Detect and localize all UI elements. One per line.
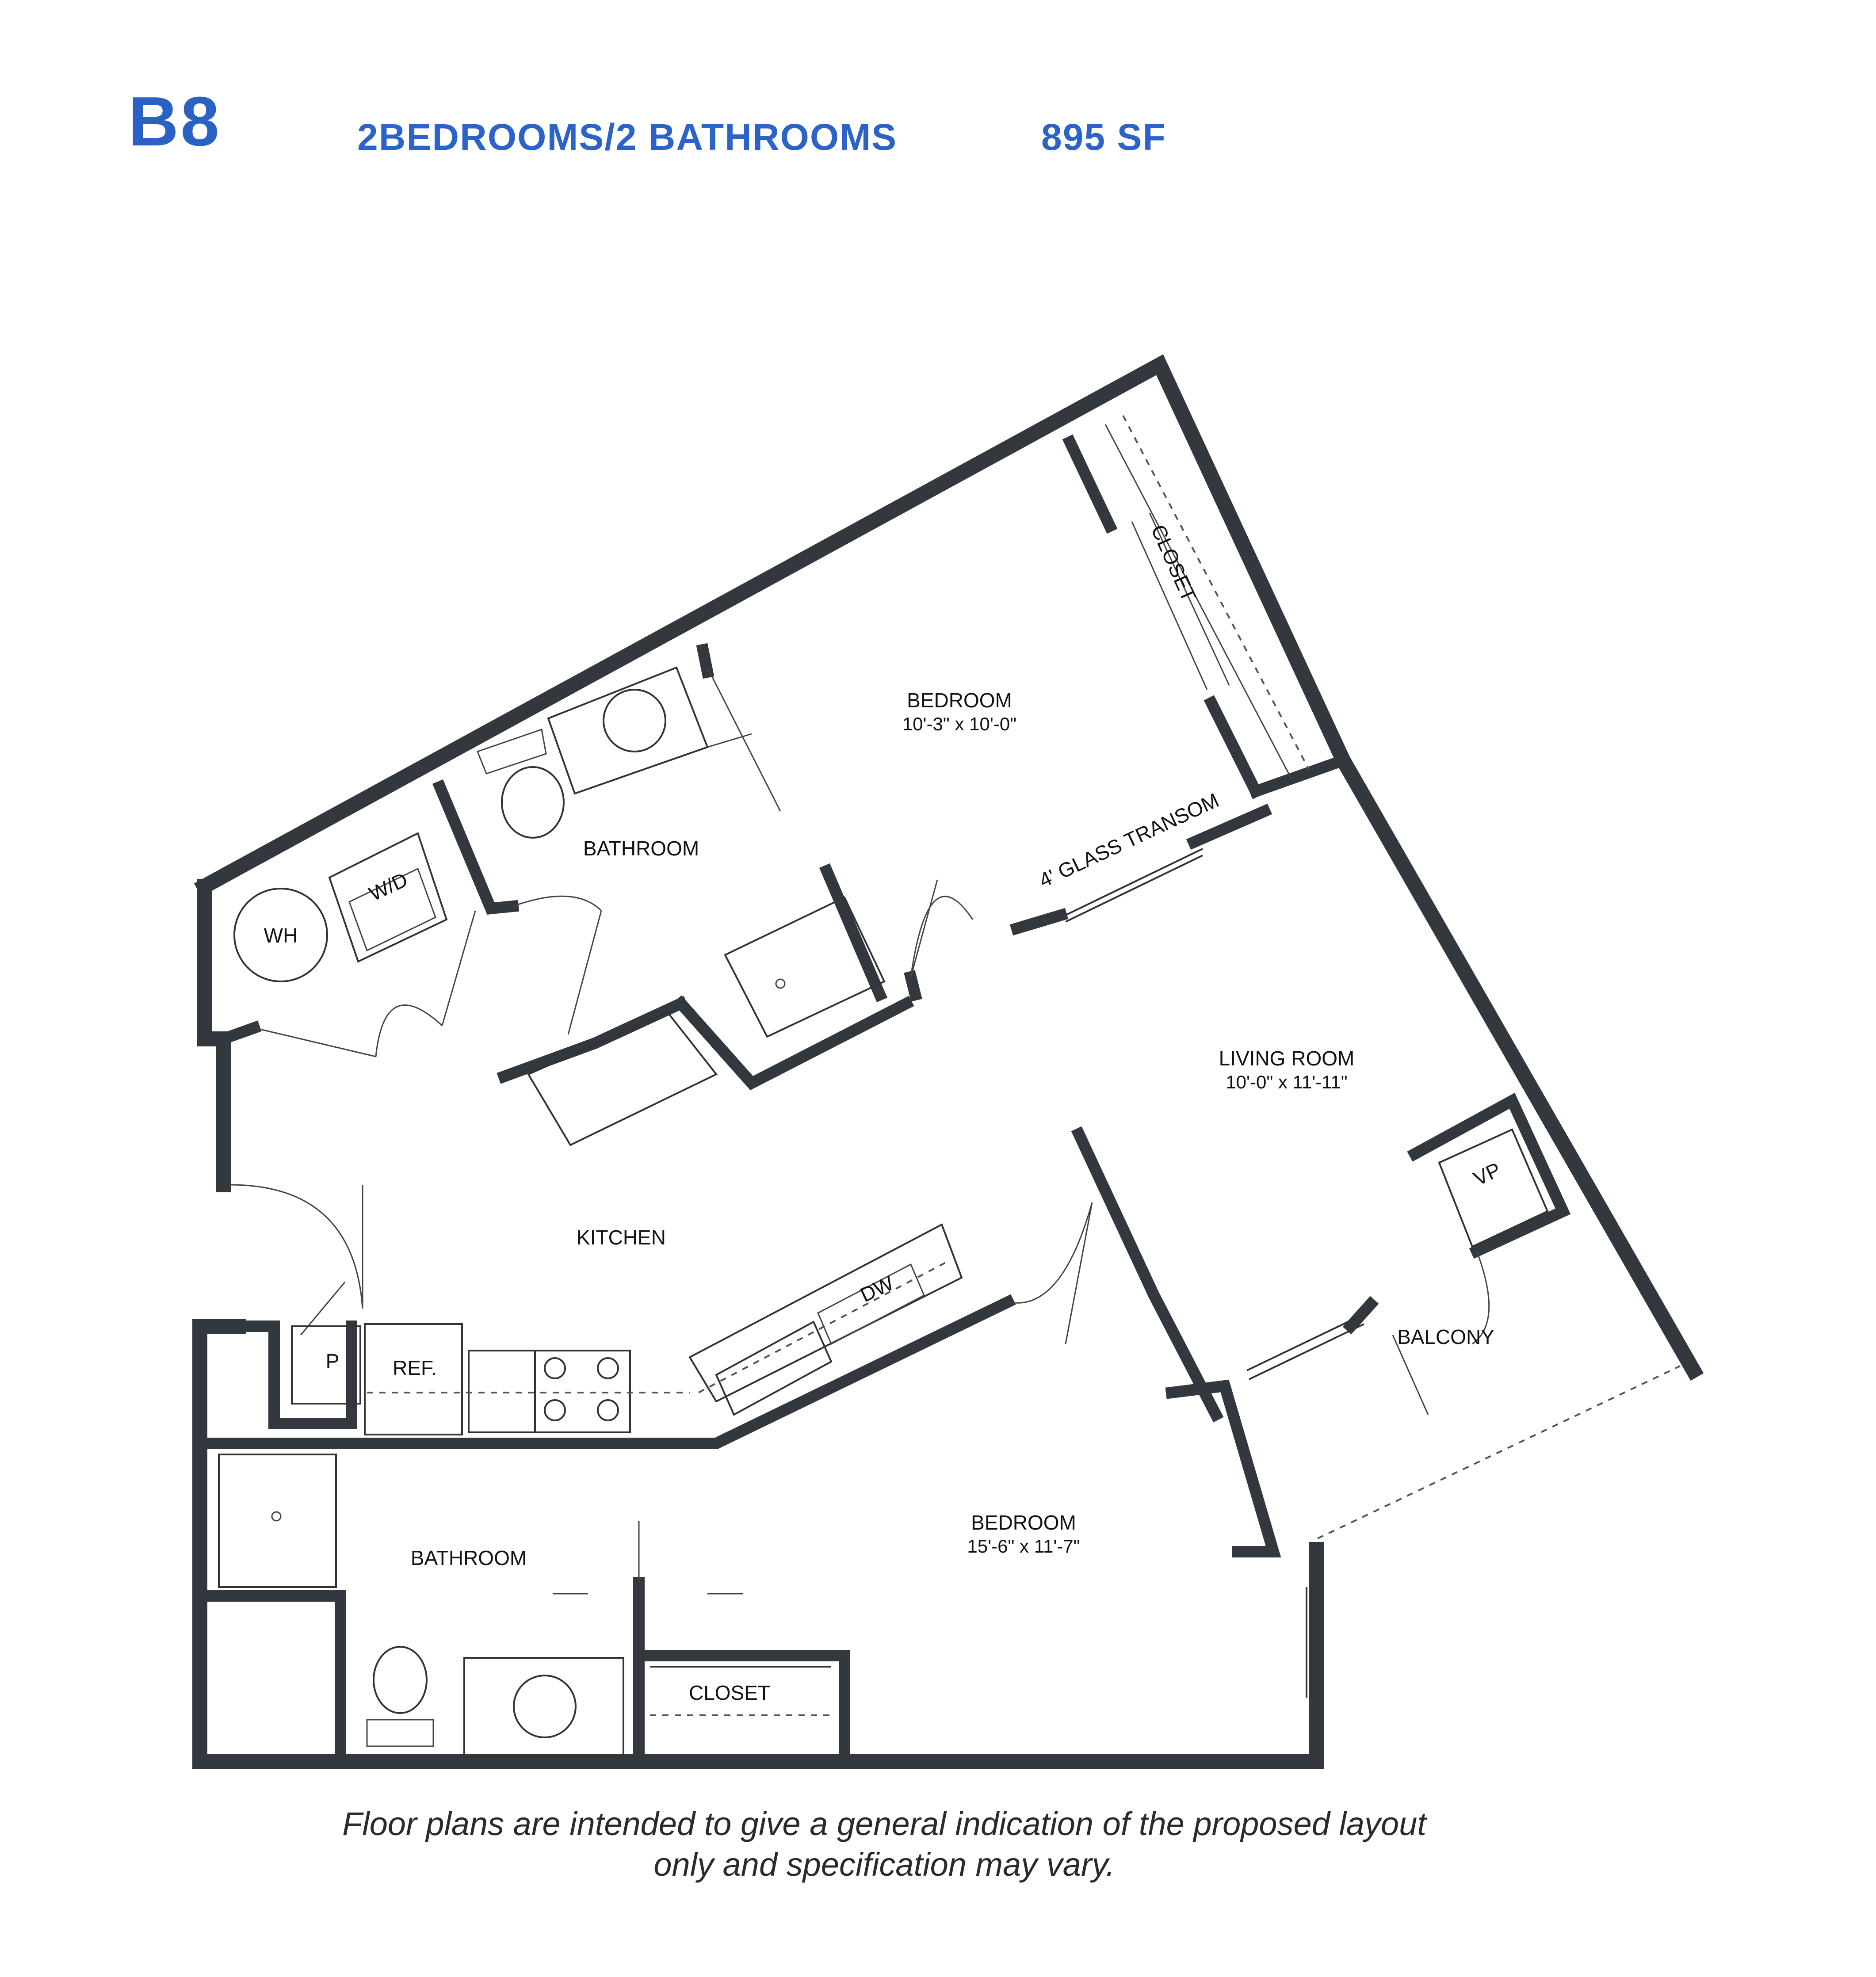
bedroom-1-dims: 10'-3" x 10'-0" bbox=[902, 714, 1016, 734]
closet-1-shelving bbox=[1104, 415, 1310, 779]
closet-1-label: CLOSET bbox=[1146, 521, 1200, 605]
balcony-label: BALCONY bbox=[1397, 1325, 1494, 1348]
kitchen-label: KITCHEN bbox=[577, 1226, 666, 1249]
washer-dryer-icon bbox=[328, 832, 448, 963]
unit-code: B8 bbox=[128, 83, 221, 160]
balcony bbox=[1246, 1314, 1681, 1539]
disclaimer: Floor plans are intended to give a gener… bbox=[133, 1804, 1636, 1885]
disclaimer-line-2: only and specification may vary. bbox=[653, 1846, 1115, 1883]
water-heater-icon bbox=[233, 888, 328, 982]
glass-transom bbox=[1065, 848, 1203, 923]
disclaimer-line-1: Floor plans are intended to give a gener… bbox=[342, 1805, 1426, 1842]
bathroom-2-fixtures bbox=[218, 1454, 743, 1758]
closet-2-label: CLOSET bbox=[689, 1681, 770, 1704]
bedroom-2-dims: 15'-6" x 11'-7" bbox=[967, 1536, 1080, 1557]
vp-closet-icon bbox=[1438, 1128, 1549, 1248]
living-room-label: LIVING ROOM bbox=[1219, 1047, 1355, 1070]
refrigerator-label: REF. bbox=[393, 1356, 437, 1379]
unit-area: 895 SF bbox=[1041, 116, 1166, 158]
bedroom-1-label: BEDROOM bbox=[907, 689, 1012, 712]
bedroom-2-window bbox=[1306, 1587, 1312, 1698]
washer-dryer-label: W/D bbox=[366, 868, 411, 905]
living-room-dims: 10'-0" x 11'-11" bbox=[1226, 1072, 1347, 1092]
door-swings bbox=[229, 879, 1490, 1583]
pantry-label: P bbox=[326, 1350, 340, 1373]
bathroom-1-fixtures bbox=[477, 666, 886, 1146]
unit-type: 2BEDROOMS/2 BATHROOMS bbox=[357, 116, 898, 158]
vp-label: VP bbox=[1470, 1158, 1504, 1190]
water-heater-label: WH bbox=[264, 924, 298, 947]
bathroom-1-label: BATHROOM bbox=[583, 837, 699, 860]
dishwasher-label: DW bbox=[857, 1271, 898, 1306]
interior-walls bbox=[194, 434, 1571, 1767]
bathroom-2-label: BATHROOM bbox=[411, 1546, 527, 1569]
bedroom-2-label: BEDROOM bbox=[971, 1511, 1076, 1534]
closet-2-shelving bbox=[650, 1666, 831, 1716]
kitchen-fixtures bbox=[291, 1223, 963, 1435]
